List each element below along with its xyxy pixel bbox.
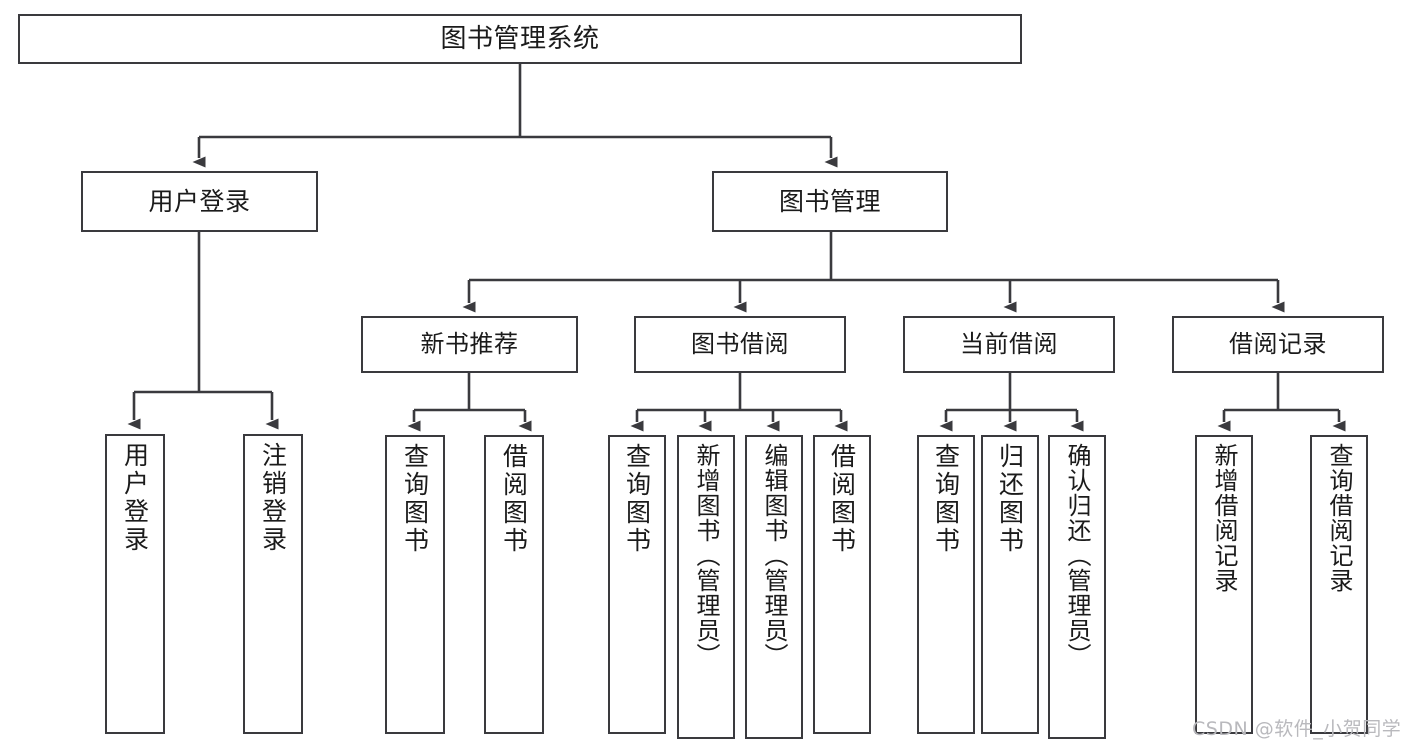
leaf-query-book-borrow[interactable]: 查询图书	[608, 435, 666, 734]
node-current-borrow[interactable]: 当前借阅	[903, 316, 1115, 373]
leaf-logout-login[interactable]: 注销登录	[243, 434, 303, 734]
leaf-edit-book-admin[interactable]: 编辑图书（管理员）	[745, 435, 803, 739]
node-label: 新增借阅记录	[1210, 443, 1238, 593]
leaf-confirm-return-admin[interactable]: 确认归还（管理员）	[1048, 435, 1106, 739]
leaf-user-login[interactable]: 用户登录	[105, 434, 165, 734]
node-new-book-recommendation[interactable]: 新书推荐	[361, 316, 578, 373]
node-label: 新增图书（管理员）	[692, 443, 720, 668]
node-label: 查询图书	[400, 443, 430, 555]
csdn-watermark: CSDN @软件_小贺同学	[1192, 718, 1402, 740]
leaf-borrow-book-recommend[interactable]: 借阅图书	[484, 435, 544, 734]
node-book-borrow[interactable]: 图书借阅	[634, 316, 846, 373]
node-label: 借阅记录	[1229, 330, 1327, 359]
node-label: 借阅图书	[827, 443, 857, 555]
node-label: 图书管理	[778, 186, 881, 216]
leaf-query-borrow-record[interactable]: 查询借阅记录	[1310, 435, 1368, 734]
node-label: 用户登录	[120, 442, 150, 554]
leaf-add-book-admin[interactable]: 新增图书（管理员）	[677, 435, 735, 739]
node-label: 查询图书	[622, 443, 652, 555]
node-label: 确认归还（管理员）	[1063, 443, 1091, 668]
leaf-query-book-recommend[interactable]: 查询图书	[385, 435, 445, 734]
node-label: 注销登录	[258, 442, 288, 554]
node-label: 查询借阅记录	[1325, 443, 1353, 593]
leaf-add-borrow-record[interactable]: 新增借阅记录	[1195, 435, 1253, 734]
node-label: 编辑图书（管理员）	[760, 443, 788, 668]
node-label: 用户登录	[148, 186, 251, 216]
node-label: 归还图书	[995, 443, 1025, 555]
node-root-book-management-system[interactable]: 图书管理系统	[18, 14, 1022, 64]
node-label: 借阅图书	[499, 443, 529, 555]
node-borrow-record[interactable]: 借阅记录	[1172, 316, 1384, 373]
leaf-return-book[interactable]: 归还图书	[981, 435, 1039, 734]
node-label: 图书借阅	[691, 330, 789, 359]
node-label: 图书管理系统	[440, 23, 600, 54]
node-label: 当前借阅	[960, 330, 1058, 359]
node-user-login[interactable]: 用户登录	[81, 171, 318, 232]
node-book-management[interactable]: 图书管理	[712, 171, 948, 232]
leaf-query-book-current[interactable]: 查询图书	[917, 435, 975, 734]
node-label: 新书推荐	[420, 330, 519, 359]
node-label: 查询图书	[931, 443, 961, 555]
leaf-borrow-book[interactable]: 借阅图书	[813, 435, 871, 734]
